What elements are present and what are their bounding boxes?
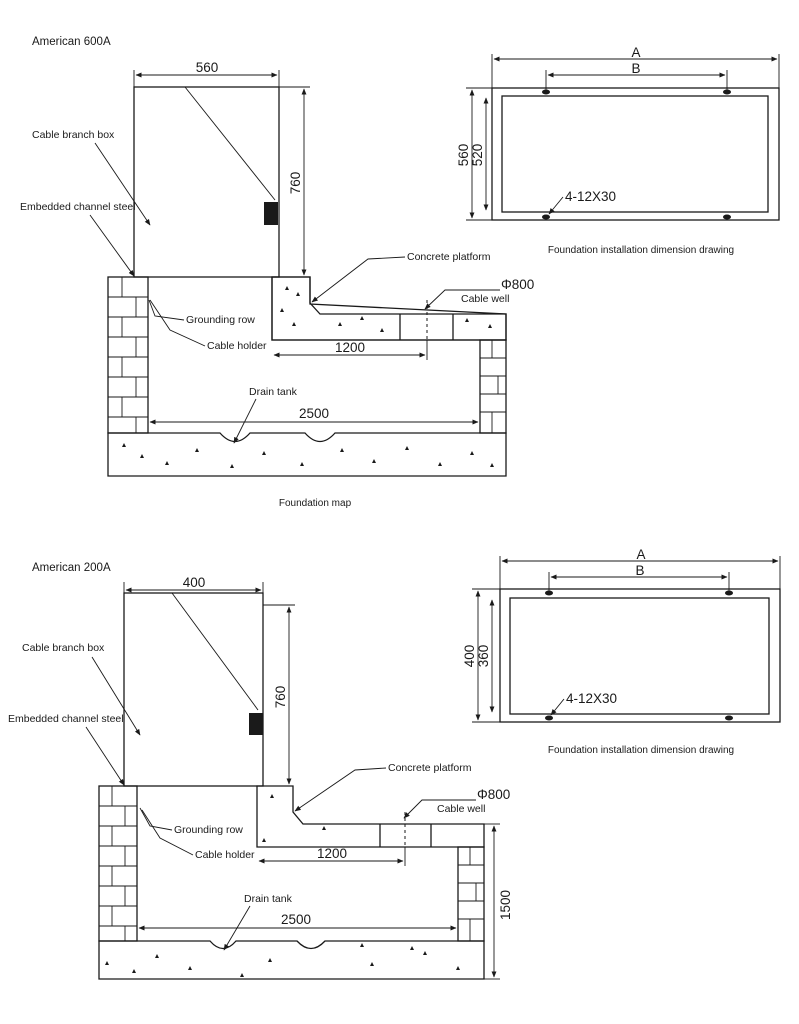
label-cable-well: Cable well <box>437 803 485 815</box>
dimension-height: 760 <box>279 86 310 276</box>
dim-pit-label: 2500 <box>281 912 311 927</box>
dim-inner-label: 520 <box>470 144 485 167</box>
dim-outer-label: 560 <box>456 144 471 167</box>
label-cable-branch-box: Cable branch box <box>32 129 115 141</box>
section-title: American 200A <box>32 562 111 574</box>
brick-wall-right <box>457 846 485 942</box>
mounting-holes <box>545 590 733 721</box>
caption-installation-600a: Foundation installation dimension drawin… <box>548 245 734 256</box>
cable-branch-box-200a <box>123 592 264 787</box>
brick-wall-left <box>107 276 149 434</box>
label-embedded-channel-steel: Embedded channel steel <box>8 713 124 725</box>
brick-wall-left <box>98 785 138 942</box>
label-embedded-channel-steel: Embedded channel steel <box>20 201 136 213</box>
dim-b-label: B <box>631 61 640 76</box>
dimension-platform: 1200 <box>273 340 428 360</box>
dim-platform-label: 1200 <box>335 340 365 355</box>
label-grounding-row: Grounding row <box>174 824 243 836</box>
dimension-depth: 1500 <box>484 823 513 980</box>
label-phi: Φ800 <box>501 277 534 292</box>
dim-platform-label: 1200 <box>317 846 347 861</box>
label-cable-well: Cable well <box>461 293 509 305</box>
label-concrete-platform: Concrete platform <box>388 762 472 774</box>
dim-a-label: A <box>631 45 640 60</box>
dim-height-label: 760 <box>273 686 288 709</box>
dim-width-label: 560 <box>196 60 219 75</box>
dimension-platform: 1200 <box>258 846 406 866</box>
caption-installation-200a: Foundation installation dimension drawin… <box>548 745 734 756</box>
label-drain-tank: Drain tank <box>249 386 298 398</box>
dim-a-label: A <box>636 547 645 562</box>
dim-depth-label: 1500 <box>498 890 513 920</box>
installation-drawing-600a: A B 560 520 4-12X30 Foundation installat… <box>456 45 780 256</box>
label-phi: Φ800 <box>477 787 510 802</box>
dim-outer-label: 400 <box>462 645 477 668</box>
dimension-pit: 2500 <box>138 912 457 931</box>
section-title: American 600A <box>32 36 111 48</box>
mounting-holes <box>542 89 731 220</box>
dimension-width: 560 <box>133 60 280 87</box>
door-handle <box>249 713 263 735</box>
dim-height-label: 760 <box>288 172 303 195</box>
dimension-width: 400 <box>123 575 264 593</box>
pit-floor-200a <box>98 940 485 980</box>
cable-branch-box-600a <box>133 86 280 278</box>
pit-floor-600a <box>107 432 507 477</box>
callouts-600a: Cable branch box Embedded channel steel … <box>20 129 534 444</box>
installation-drawing-200a: A B 400 360 4-12X30 Foundation installat… <box>462 547 781 756</box>
label-concrete-platform: Concrete platform <box>407 251 491 263</box>
door-handle <box>264 202 278 225</box>
dim-b-label: B <box>635 563 644 578</box>
dim-inner-label: 360 <box>476 645 491 668</box>
dim-width-label: 400 <box>183 575 206 590</box>
dimension-height: 760 <box>263 604 295 785</box>
holes-label: 4-12X30 <box>565 189 616 204</box>
concrete-platform-600a <box>271 276 507 341</box>
brick-wall-right <box>479 339 507 434</box>
label-cable-holder: Cable holder <box>207 340 267 352</box>
dimension-pit: 2500 <box>149 406 479 425</box>
label-grounding-row: Grounding row <box>186 314 255 326</box>
label-drain-tank: Drain tank <box>244 893 293 905</box>
dim-pit-label: 2500 <box>299 406 329 421</box>
label-cable-branch-box: Cable branch box <box>22 642 105 654</box>
section-american-200a: American 200A 400 760 <box>8 547 781 980</box>
label-cable-holder: Cable holder <box>195 849 255 861</box>
holes-label: 4-12X30 <box>566 691 617 706</box>
caption-foundation-map: Foundation map <box>279 498 352 509</box>
section-american-600a: American 600A 560 760 <box>20 36 780 509</box>
callouts-200a: Cable branch box Embedded channel steel … <box>8 642 510 951</box>
concrete-platform-200a <box>256 785 485 848</box>
